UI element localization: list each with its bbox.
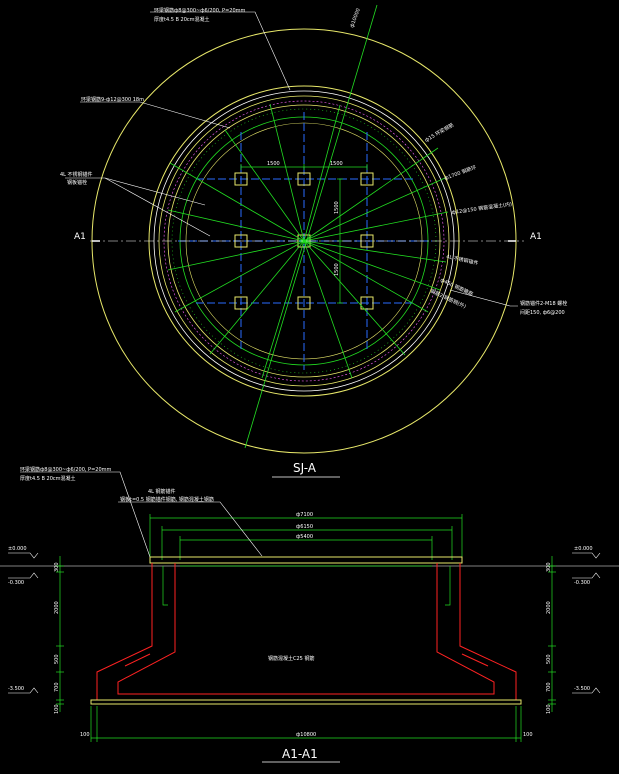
- left-dim-2000: 2000: [54, 601, 60, 614]
- right-elev-top: ±0.000: [574, 546, 593, 552]
- note-right-2: ф1700 钢筋环: [443, 164, 477, 182]
- left-elev-mid: -0.300: [8, 580, 24, 586]
- note-right-1: ф15 环梁钢筋: [424, 122, 455, 144]
- section-view: 环梁钢筋ф8@300~ф6/200, P=20mm 厚度t4.5 B 20cm混…: [0, 466, 619, 763]
- left-dim-700: 700: [54, 682, 60, 692]
- section-dim-bottom: [90, 706, 522, 742]
- north-label: ф10000: [349, 8, 362, 29]
- plan-dim-lines: [240, 164, 368, 304]
- section-title: A1-A1: [282, 747, 318, 761]
- note-mid-left-2: 钢板锚栓: [67, 179, 87, 186]
- left-dim-500: 500: [54, 654, 60, 664]
- right-dim-500: 500: [546, 654, 552, 664]
- section-mark-left: A1: [74, 232, 86, 242]
- left-dim-300: 300: [54, 562, 60, 572]
- section-note-inner: 钢筋混凝土C25 钢筋: [268, 655, 314, 662]
- note-right-3: ф12@150 钢筋混凝土(内): [451, 201, 512, 216]
- note-upper-left: 环梁钢筋9-ф12@300 18m: [81, 96, 144, 103]
- dim-v-bottom: 1500: [334, 263, 340, 276]
- tank-outline: [96, 563, 517, 701]
- plan-view: ф10000 环梁钢筋ф8@300~ф6/200, P=20mm 厚度t4.5 …: [60, 4, 567, 478]
- note-lower-right-2: 间距150, ф6@200: [520, 309, 565, 316]
- plan-title: SJ-A: [293, 461, 317, 475]
- right-elev-mid: -0.300: [574, 580, 590, 586]
- right-dim-100: 100: [546, 704, 552, 714]
- dim-h-left: 1500: [267, 161, 280, 167]
- left-elev-bottom: -3.500: [8, 686, 24, 692]
- dim-bottom-right: 100: [523, 732, 533, 738]
- right-dim-300: 300: [546, 562, 552, 572]
- dim-bottom-span: ф10800: [296, 732, 316, 738]
- section-note-top-1: 环梁钢筋ф8@300~ф6/200, P=20mm: [20, 466, 111, 473]
- dim-v-top: 1500: [334, 201, 340, 214]
- dim-bottom-left: 100: [80, 732, 90, 738]
- elevation-markers: [8, 552, 601, 694]
- right-elev-bottom: -3.500: [574, 686, 590, 692]
- radial-lines: [167, 4, 449, 449]
- leader-lines: [65, 11, 518, 307]
- note-lower-right-1: 钢筋锚件2-M18 螺栓: [520, 300, 567, 307]
- note-right-4: 4L 不锈钢锚件: [446, 253, 479, 267]
- section-mark-right: A1: [530, 232, 542, 242]
- section-dim-top: [149, 514, 463, 560]
- section-note-mid-1: 4L 钢筋锚件: [148, 488, 176, 495]
- inner-rebar: [162, 565, 451, 606]
- section-note-mid-2: 钢板t=0.5 钢筋锚件钢筋, 钢筋混凝土钢筋: [120, 496, 214, 503]
- dim-top-outer: ф7100: [296, 512, 313, 518]
- wall-ring-4: [163, 100, 445, 382]
- side-dims: [56, 556, 556, 712]
- note-top-1: 环梁钢筋ф8@300~ф6/200, P=20mm: [154, 7, 245, 14]
- base-slab: [90, 699, 522, 705]
- dim-top-mid: ф6150: [296, 524, 313, 530]
- section-note-top-2: 厚度t4.5 B 20cm混凝土: [20, 475, 76, 482]
- note-mid-left-1: 4L 不锈钢锚件: [60, 171, 93, 178]
- dim-h-right: 1500: [330, 161, 343, 167]
- right-dim-2000: 2000: [546, 601, 552, 614]
- section-leaders: [20, 471, 263, 558]
- left-elev-top: ±0.000: [8, 546, 27, 552]
- top-slab: [149, 556, 463, 564]
- note-top-2: 厚度t4.5 B 20cm混凝土: [154, 16, 210, 23]
- left-dim-100: 100: [54, 704, 60, 714]
- right-dim-700: 700: [546, 682, 552, 692]
- dim-top-inner: ф5400: [296, 534, 313, 540]
